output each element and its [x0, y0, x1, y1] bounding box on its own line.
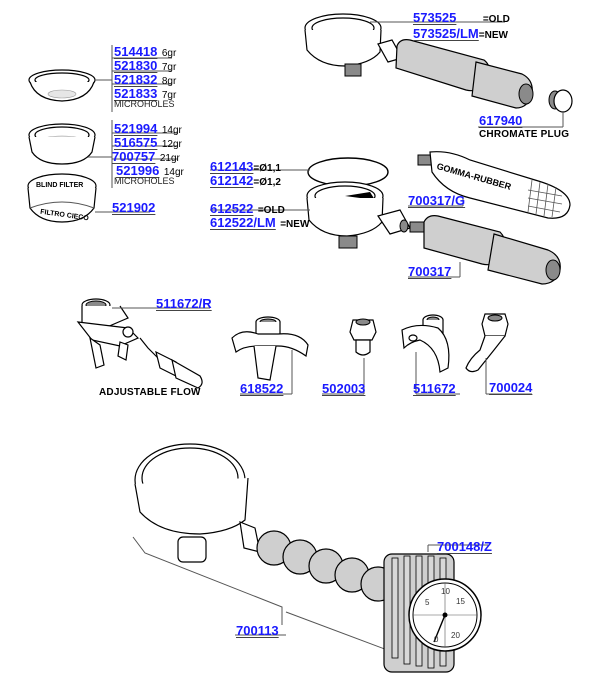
chromate-plug-caption: CHROMATE PLUG [479, 129, 570, 140]
part-weight: 21gr [159, 153, 180, 164]
part-number[interactable]: 521996 [116, 163, 160, 178]
part-weight: 12gr [161, 139, 182, 150]
pressure-portafilter [132, 443, 447, 673]
microholes-note: MICROHOLES [114, 176, 175, 186]
diameter: =Ø1,2 [253, 177, 281, 188]
portafilter-new-label[interactable]: 573525/LM=NEW [413, 26, 508, 42]
adjustable-spout-label[interactable]: 511672/R [156, 296, 212, 312]
portafilter-573525 [304, 13, 534, 109]
gauge-tick-0: 0 [434, 635, 439, 644]
part-weight: 7gr [161, 62, 177, 73]
portafilter-612522 [210, 181, 411, 249]
part-weight: 14gr [161, 125, 182, 136]
part-number[interactable]: 612142 [210, 173, 254, 188]
filter-521994[interactable]: 521994 14gr [114, 121, 182, 137]
part-number[interactable]: 612522/LM [210, 215, 276, 230]
microholes-note: MICROHOLES [114, 99, 175, 109]
adjustable-flow-caption: ADJUSTABLE FLOW [99, 387, 201, 398]
spring-612142-label[interactable]: 612142=Ø1,2 [210, 173, 281, 189]
part-number[interactable]: 521830 [114, 58, 158, 73]
part-number[interactable]: 514418 [114, 44, 158, 59]
adjustable-spout [76, 298, 210, 389]
part-number[interactable]: 521994 [114, 121, 158, 136]
part-number[interactable]: 521832 [114, 72, 158, 87]
spout-511672-label[interactable]: 511672 [413, 381, 456, 397]
spout-502003-label[interactable]: 502003 [322, 381, 365, 397]
part-number[interactable]: 573525/LM [413, 26, 479, 41]
part-number[interactable]: 612522 [210, 201, 254, 216]
handle-label[interactable]: 700317 [408, 264, 451, 280]
handle-700317 [408, 215, 561, 285]
old-tag: =OLD [482, 14, 510, 25]
new-tag: =NEW [478, 30, 508, 41]
part-number[interactable]: 516575 [114, 135, 158, 150]
pressure-portafilter-label[interactable]: 700113 [236, 623, 279, 639]
chromate-plug [478, 89, 573, 128]
part-number[interactable]: 521833 [114, 86, 158, 101]
filter-514418[interactable]: 514418 6gr [114, 44, 176, 60]
blind-filter-text: BLIND FILTER [36, 182, 84, 189]
part-weight: 6gr [161, 48, 177, 59]
part-weight: 8gr [161, 76, 177, 87]
gauge-tick-20: 20 [451, 631, 460, 640]
filter-521830[interactable]: 521830 7gr [114, 58, 176, 74]
gauge-tick-10: 10 [441, 587, 450, 596]
plug-label[interactable]: 617940 [479, 113, 522, 129]
new-tag: =NEW [280, 219, 310, 230]
filter-516575[interactable]: 516575 12gr [114, 135, 182, 151]
filter-521833[interactable]: 521833 7gr [114, 86, 176, 102]
filter-521996[interactable]: 521996 14gr [116, 163, 184, 179]
spout-502003 [322, 318, 377, 395]
part-number[interactable]: 573525 [413, 10, 457, 25]
part-number[interactable]: 700757 [112, 149, 156, 164]
part-number[interactable]: 502003 [322, 381, 366, 396]
spout-700024 [465, 313, 532, 395]
spout-511672 [401, 314, 460, 395]
spout-618522 [231, 316, 309, 395]
part-number[interactable]: 618522 [240, 381, 284, 396]
part-number[interactable]: 511672 [413, 381, 456, 396]
rubber-handle-label[interactable]: 700317/G [408, 193, 465, 209]
old-tag: =OLD [257, 205, 285, 216]
part-number[interactable]: 700113 [236, 623, 279, 638]
part-number[interactable]: 700317/G [408, 193, 466, 208]
part-number[interactable]: 511672/R [156, 296, 212, 311]
spout-700024-label[interactable]: 700024 [489, 380, 532, 396]
double-filter-basket [28, 123, 112, 165]
blind-filter-label[interactable]: 521902 [112, 200, 155, 216]
pressure-gauge [383, 544, 488, 673]
filter-521832[interactable]: 521832 8gr [114, 72, 176, 88]
part-weight: 14gr [163, 167, 184, 178]
blind-filter [27, 173, 150, 223]
part-number[interactable]: 617940 [479, 113, 523, 128]
part-number[interactable]: 612143 [210, 159, 254, 174]
part-number[interactable]: 521902 [112, 200, 156, 215]
gauge-tick-15: 15 [456, 597, 465, 606]
filter-700757[interactable]: 700757 21gr [112, 149, 180, 165]
part-number[interactable]: 700317 [408, 264, 452, 279]
portafilter-mid-old-label[interactable]: 612522 =OLD [210, 201, 285, 217]
spring-612143-label[interactable]: 612143=Ø1,1 [210, 159, 281, 175]
gauge-tick-5: 5 [425, 598, 430, 607]
portafilter-mid-new-label[interactable]: 612522/LM =NEW [210, 215, 309, 231]
single-filter-basket [28, 69, 112, 102]
portafilter-old-label[interactable]: 573525 =OLD [413, 10, 510, 26]
rubber-handle-700317g [408, 151, 571, 219]
diameter: =Ø1,1 [253, 163, 281, 174]
part-weight: 7gr [161, 90, 177, 101]
gauge-label[interactable]: 700148/Z [437, 539, 492, 555]
part-number[interactable]: 700148/Z [437, 539, 492, 554]
part-number[interactable]: 700024 [489, 380, 533, 395]
spout-618522-label[interactable]: 618522 [240, 381, 283, 397]
